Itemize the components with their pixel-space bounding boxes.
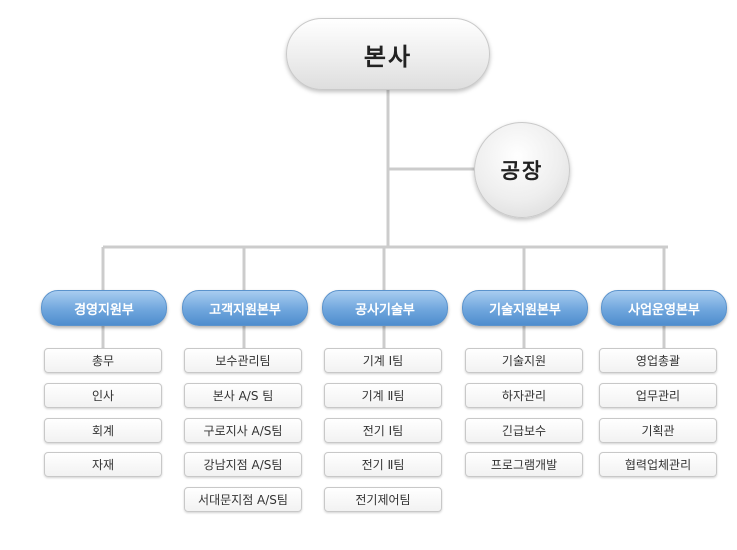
team-label: 총무 bbox=[91, 354, 115, 368]
team-label: 긴급보수 bbox=[501, 424, 547, 438]
team-item[interactable]: 업무관리 bbox=[599, 383, 717, 408]
team-label: 서대문지점 A/S팀 bbox=[198, 493, 288, 507]
team-label: 전기 Ⅰ팀 bbox=[362, 424, 404, 438]
team-item[interactable]: 영업총괄 bbox=[599, 348, 717, 373]
team-item[interactable]: 프로그램개발 bbox=[465, 452, 583, 477]
team-label: 영업총괄 bbox=[635, 354, 681, 368]
dept-label: 고객지원본부 bbox=[209, 302, 281, 318]
team-item[interactable]: 전기제어팀 bbox=[324, 487, 442, 512]
team-label: 업무관리 bbox=[635, 389, 681, 403]
team-label: 기계 Ⅰ팀 bbox=[362, 354, 404, 368]
team-label: 구로지사 A/S팀 bbox=[203, 424, 283, 438]
team-label: 보수관리팀 bbox=[215, 354, 271, 368]
dept-customer-support[interactable]: 고객지원본부 bbox=[182, 290, 308, 326]
team-label: 전기 Ⅱ팀 bbox=[361, 458, 405, 472]
team-item[interactable]: 보수관리팀 bbox=[184, 348, 302, 373]
team-item[interactable]: 협력업체관리 bbox=[599, 452, 717, 477]
team-label: 기획관 bbox=[641, 424, 675, 438]
team-label: 인사 bbox=[91, 389, 115, 403]
dept-business-operations[interactable]: 사업운영본부 bbox=[601, 290, 727, 326]
dept-label: 경영지원부 bbox=[74, 302, 134, 318]
dept-label: 사업운영본부 bbox=[628, 302, 700, 318]
team-item[interactable]: 전기 Ⅰ팀 bbox=[324, 418, 442, 443]
team-item[interactable]: 총무 bbox=[44, 348, 162, 373]
team-item[interactable]: 강남지점 A/S팀 bbox=[184, 452, 302, 477]
team-label: 자재 bbox=[91, 458, 115, 472]
team-label: 하자관리 bbox=[501, 389, 547, 403]
team-item[interactable]: 기계 Ⅱ팀 bbox=[324, 383, 442, 408]
team-label: 회계 bbox=[91, 424, 115, 438]
team-label: 전기제어팀 bbox=[355, 493, 411, 507]
team-item[interactable]: 서대문지점 A/S팀 bbox=[184, 487, 302, 512]
team-item[interactable]: 하자관리 bbox=[465, 383, 583, 408]
team-item[interactable]: 기계 Ⅰ팀 bbox=[324, 348, 442, 373]
team-label: 협력업체관리 bbox=[624, 458, 692, 472]
team-item[interactable]: 본사 A/S 팀 bbox=[184, 383, 302, 408]
team-item[interactable]: 인사 bbox=[44, 383, 162, 408]
team-label: 강남지점 A/S팀 bbox=[203, 458, 283, 472]
dept-construction-tech[interactable]: 공사기술부 bbox=[322, 290, 448, 326]
team-item[interactable]: 전기 Ⅱ팀 bbox=[324, 452, 442, 477]
team-label: 본사 A/S 팀 bbox=[212, 389, 274, 403]
team-item[interactable]: 자재 bbox=[44, 452, 162, 477]
team-label: 기술지원 bbox=[501, 354, 547, 368]
team-label: 기계 Ⅱ팀 bbox=[361, 389, 405, 403]
team-label: 프로그램개발 bbox=[490, 458, 558, 472]
team-item[interactable]: 구로지사 A/S팀 bbox=[184, 418, 302, 443]
factory-node[interactable]: 공장 bbox=[474, 122, 570, 218]
team-item[interactable]: 회계 bbox=[44, 418, 162, 443]
hq-label: 본사 bbox=[363, 42, 413, 71]
team-item[interactable]: 기획관 bbox=[599, 418, 717, 443]
dept-label: 기술지원본부 bbox=[489, 302, 561, 318]
team-item[interactable]: 긴급보수 bbox=[465, 418, 583, 443]
dept-management-support[interactable]: 경영지원부 bbox=[41, 290, 167, 326]
hq-node[interactable]: 본사 bbox=[286, 18, 490, 90]
dept-label: 공사기술부 bbox=[355, 302, 415, 318]
factory-label: 공장 bbox=[500, 159, 544, 183]
team-item[interactable]: 기술지원 bbox=[465, 348, 583, 373]
dept-tech-support[interactable]: 기술지원본부 bbox=[462, 290, 588, 326]
